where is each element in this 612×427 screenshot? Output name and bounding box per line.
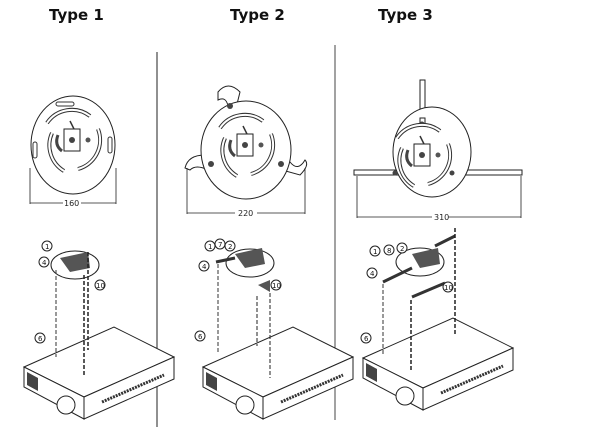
type-1-assembly: 1 4 10 6 [22, 240, 176, 421]
callout: 2 [400, 245, 404, 253]
type-3-plate: 310 [353, 79, 523, 222]
callout: 4 [42, 259, 47, 267]
type-2-title: Type 2 [230, 6, 285, 24]
callout: 2 [228, 243, 232, 251]
type-2-dimension: 220 [238, 209, 253, 218]
type-2-plate: 220 [184, 85, 308, 218]
callout: 1 [208, 243, 212, 251]
callout: 6 [198, 333, 203, 341]
callout: 6 [38, 335, 43, 343]
callout: 4 [202, 263, 207, 271]
type-1-plate: 160 [29, 95, 117, 208]
type-1-dimension: 160 [64, 199, 79, 208]
callout: 10 [96, 282, 105, 290]
callout: 1 [373, 248, 377, 256]
callout: 7 [218, 241, 222, 249]
callout: 8 [387, 247, 391, 255]
callout: 10 [272, 282, 281, 290]
type-2-assembly: 1 7 2 4 10 6 [194, 238, 355, 421]
callout: 6 [364, 335, 369, 343]
callout: 10 [444, 284, 453, 292]
type-1-title: Type 1 [49, 6, 104, 24]
type-3-title: Type 3 [378, 6, 433, 24]
type-3-dimension: 310 [434, 213, 449, 222]
callout: 4 [370, 270, 375, 278]
type-3-assembly: 1 8 2 4 10 6 [360, 228, 515, 412]
callout: 1 [45, 243, 49, 251]
